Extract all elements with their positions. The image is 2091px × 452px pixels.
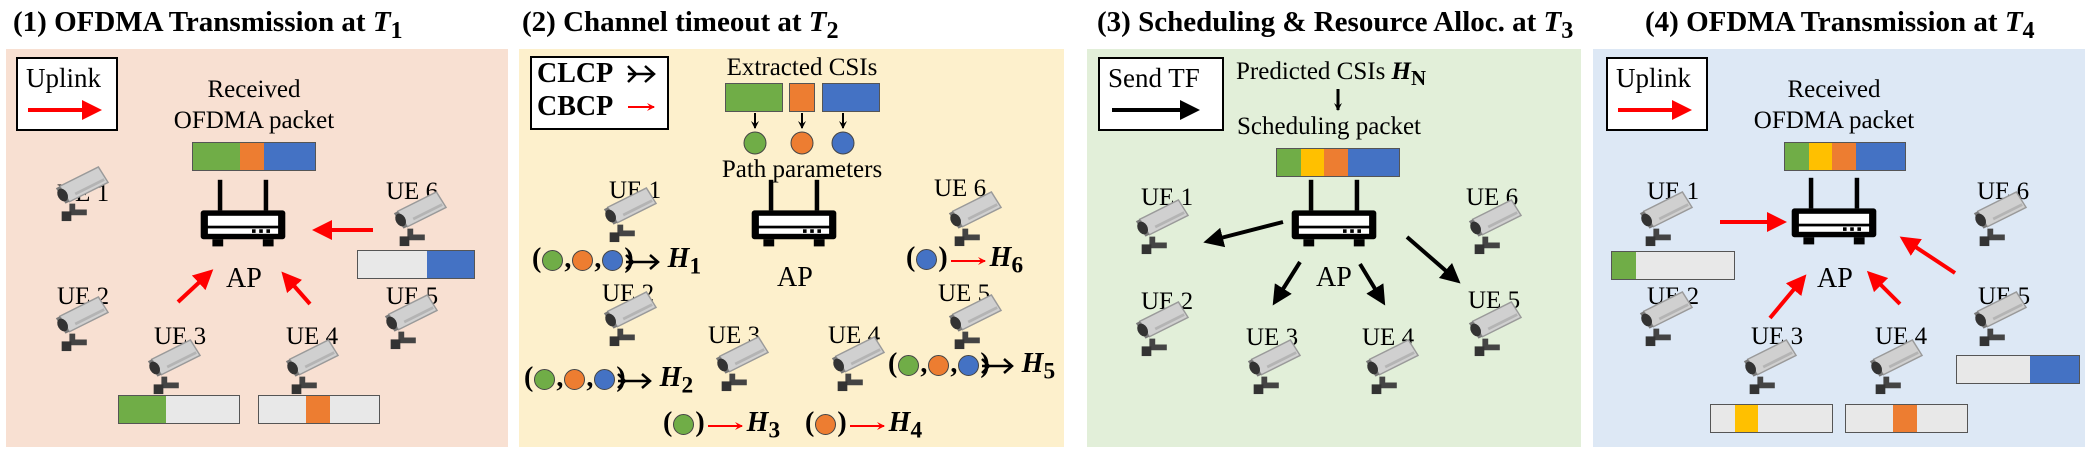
orange-dot (572, 250, 594, 272)
security-camera-icon (1466, 198, 1523, 256)
ue2-buffer-bar (1611, 251, 1735, 280)
security-camera-icon (1133, 300, 1190, 358)
green-dot (542, 250, 564, 272)
extracted-csi-green (725, 83, 783, 112)
security-camera-icon (946, 190, 1003, 248)
ue3-buffer-bar (1710, 404, 1833, 433)
security-camera-icon (283, 338, 340, 396)
extracted-csi-orange (789, 83, 815, 112)
formula-h4: ()H4 (805, 407, 923, 444)
orange-path-circle (790, 131, 814, 155)
panel-4-title: (4) OFDMA Transmission at T4 (1645, 6, 2035, 44)
ue6-label: UE 6 (934, 175, 987, 202)
cbcp-label: CBCP (537, 91, 614, 122)
red-arrow-icon (281, 271, 312, 306)
received-packet-bar (192, 142, 316, 171)
ap-label: AP (1817, 263, 1853, 294)
orange-dot (564, 369, 586, 391)
ofdma-packet-label: OFDMA packet (1753, 107, 1915, 134)
blue-path-circle (831, 131, 855, 155)
security-camera-icon (1466, 300, 1523, 358)
ue5-buffer-bar (1956, 355, 2080, 384)
router-icon (1291, 179, 1377, 247)
send-tf-legend: Send TF (1098, 57, 1224, 131)
security-camera-icon (1637, 190, 1694, 248)
ue4-buffer-bar (258, 395, 380, 424)
ap-label: AP (777, 262, 813, 293)
router-icon (751, 179, 837, 247)
clcp-label: CLCP (537, 58, 614, 89)
blue-dot (602, 250, 624, 272)
received-packet-bar (1784, 142, 1906, 171)
ue3-buffer-bar (118, 395, 240, 424)
security-camera-icon (1363, 338, 1420, 396)
security-camera-icon (382, 293, 439, 351)
security-camera-icon (829, 335, 886, 393)
ofdma-packet-label: OFDMA packet (173, 107, 335, 134)
blue-dot (594, 369, 616, 391)
scheduling-packet-label: Scheduling packet (1237, 113, 1421, 140)
security-camera-icon (713, 335, 770, 393)
scheduling-packet-bar (1276, 148, 1400, 177)
extracted-csi-blue (822, 83, 880, 112)
router-icon (200, 179, 286, 247)
security-camera-icon (1133, 198, 1190, 256)
panel-1-title: (1) OFDMA Transmission at T1 (13, 6, 403, 44)
red-arrow-icon (1866, 270, 1902, 306)
security-camera-icon (601, 290, 658, 348)
send-tf-label: Send TF (1108, 63, 1200, 93)
security-camera-icon (1637, 290, 1694, 348)
red-arrow-icon (176, 269, 214, 304)
formula-h6: ()H6 (906, 242, 1024, 279)
clcp-arrow-icon (617, 373, 652, 389)
red-arrow-icon (1768, 274, 1807, 320)
green-dot (534, 369, 556, 391)
received-label: Received (1787, 76, 1881, 103)
security-camera-icon (145, 338, 202, 396)
black-arrow-icon (1272, 260, 1302, 306)
security-camera-icon (53, 165, 110, 223)
orange-dot (815, 414, 837, 436)
ue6-buffer-bar (357, 250, 475, 279)
red-arrow-icon (1899, 236, 1957, 275)
path-parameters-label: Path parameters (721, 156, 883, 183)
formula-h3: ()H3 (663, 407, 781, 444)
security-camera-icon (53, 295, 110, 353)
ap-label: AP (1316, 262, 1352, 293)
ue4-buffer-bar (1845, 404, 1968, 433)
security-camera-icon (1741, 338, 1798, 396)
router-icon (1791, 177, 1877, 245)
predicted-csis-label: Predicted CSIs HN (1236, 58, 1427, 90)
blue-dot (958, 355, 980, 377)
security-camera-icon (1245, 338, 1302, 396)
clcp-arrow-icon (981, 358, 1014, 374)
green-dot (673, 414, 695, 436)
ap-label: AP (226, 263, 262, 294)
black-arrow-icon (1405, 235, 1461, 284)
black-arrow-icon (1358, 262, 1386, 306)
panel-2-title: (2) Channel timeout at T2 (522, 6, 839, 44)
security-camera-icon (1867, 338, 1924, 396)
green-path-circle (743, 131, 767, 155)
clcp-arrow-icon (627, 65, 656, 83)
security-camera-icon (1971, 290, 2028, 348)
security-camera-icon (601, 186, 658, 244)
uplink-legend-label: Uplink (1616, 63, 1692, 93)
clcp-arrow-icon (625, 254, 660, 270)
received-label: Received (207, 76, 301, 103)
security-camera-icon (1971, 190, 2028, 248)
panel-3-title: (3) Scheduling & Resource Alloc. at T3 (1097, 6, 1574, 44)
security-camera-icon (391, 190, 448, 248)
orange-dot (928, 355, 950, 377)
extracted-csis-label: Extracted CSIs (726, 54, 878, 81)
uplink-legend-label: Uplink (26, 63, 102, 93)
black-arrow-icon (1203, 220, 1284, 248)
security-camera-icon (946, 293, 1003, 351)
blue-dot (916, 249, 938, 271)
green-dot (898, 355, 920, 377)
